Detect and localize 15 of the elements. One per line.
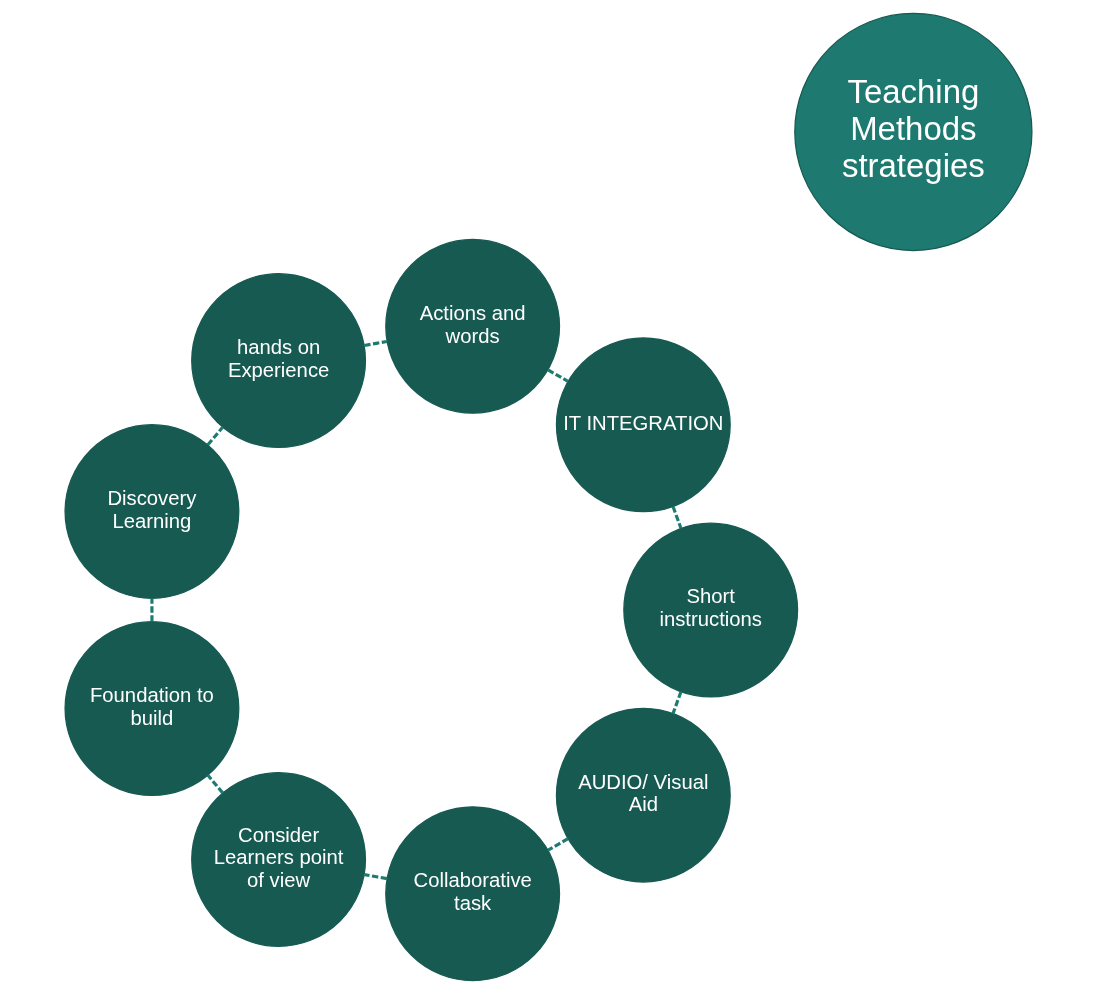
connector	[671, 506, 683, 529]
connector	[547, 837, 569, 852]
node-circle: Short instructions	[623, 522, 799, 698]
node-circle: Teaching Methods strategies	[794, 12, 1033, 252]
node-circle: AUDIO/ Visual Aid	[555, 707, 731, 883]
connector	[206, 774, 224, 794]
node-circle: IT INTEGRATION	[555, 337, 731, 513]
connector	[547, 368, 569, 383]
node-circle: Actions and words	[385, 238, 561, 414]
connector	[364, 339, 388, 347]
node-circle: Collaborative task	[385, 806, 561, 982]
connector	[150, 598, 154, 622]
connector	[364, 873, 388, 881]
connector	[206, 426, 224, 446]
connector	[671, 691, 683, 714]
